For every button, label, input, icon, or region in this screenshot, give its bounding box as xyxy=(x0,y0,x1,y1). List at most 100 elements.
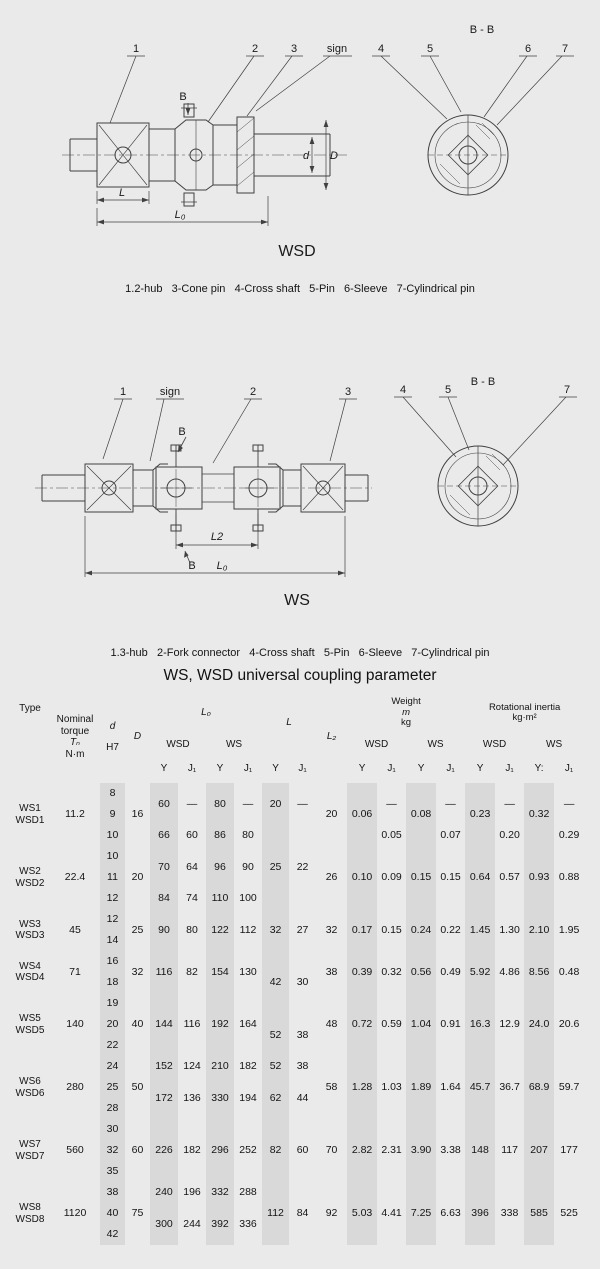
value-cell: 22.4 xyxy=(64,871,86,884)
value-cell: 8 xyxy=(100,783,125,804)
callout-3-label: 3 xyxy=(345,386,351,398)
value-cell: 525 xyxy=(560,1207,578,1220)
value-cell: 148 xyxy=(465,1119,496,1182)
value-cell: 26 xyxy=(325,871,338,884)
ws-caption: WS xyxy=(284,592,310,609)
value-cell: 154 xyxy=(206,951,234,993)
value-cell: 0.08 xyxy=(406,783,437,846)
value-cell: 0.49 xyxy=(440,965,461,978)
value-cell: 194 xyxy=(239,1091,257,1104)
value-cell: 0.72 xyxy=(347,993,378,1056)
value-cell: 1.95 xyxy=(558,923,580,936)
value-cell: 0.10 xyxy=(347,846,378,909)
header-bore-d: d H7 xyxy=(100,691,125,783)
header-j1: J₁ xyxy=(446,763,455,775)
value-cell: 74 xyxy=(186,892,198,905)
value-cell: 338 xyxy=(500,1207,519,1220)
ws-dimension-arrowheads xyxy=(85,445,345,576)
callout-5-label: 5 xyxy=(427,43,433,55)
value-cell: 144 xyxy=(150,993,178,1056)
dim-l0-label: L₀ xyxy=(175,209,186,221)
value-cell: 7.25 xyxy=(406,1182,437,1245)
value-cell: 300 xyxy=(150,1203,178,1245)
ws-section-view xyxy=(437,445,519,527)
type-cell: WS3 WSD3 xyxy=(15,918,45,942)
value-cell: 36.7 xyxy=(499,1081,520,1094)
value-cell: 112 xyxy=(262,1182,290,1245)
value-cell: 38 xyxy=(325,965,338,978)
value-cell: 60 xyxy=(131,1144,144,1157)
value-cell: 0.05 xyxy=(381,829,402,842)
value-cell: 11.2 xyxy=(65,808,85,821)
dim-big-d-label: D xyxy=(330,150,338,162)
header-j1: J₁ xyxy=(298,763,307,775)
value-cell: 70 xyxy=(325,1144,338,1157)
header-y: Y xyxy=(358,763,366,775)
value-cell: 4.86 xyxy=(499,965,520,978)
value-cell: 5.92 xyxy=(465,951,496,993)
value-cell: 80 xyxy=(206,783,234,825)
type-cell: WS5 WSD5 xyxy=(15,1013,45,1036)
ws-body xyxy=(41,444,369,532)
value-cell: 22 xyxy=(296,860,309,873)
header-y: Y xyxy=(417,763,425,775)
header-y: Y xyxy=(476,763,484,775)
value-cell: 136 xyxy=(183,1091,201,1104)
value-cell: 124 xyxy=(183,1060,201,1073)
value-cell: 207 xyxy=(524,1119,555,1182)
wsd-legend: 1.2-hub 3-Cone pin 4-Cross shaft 5-Pin 6… xyxy=(125,283,475,295)
value-cell: 0.29 xyxy=(558,829,580,842)
type-cell: WS1 WSD1 xyxy=(15,803,45,826)
value-cell: 10 xyxy=(100,825,125,846)
value-cell: 0.15 xyxy=(440,871,461,884)
value-cell: 182 xyxy=(239,1060,257,1073)
ws-callout-leaders xyxy=(102,396,577,466)
header-y-alt: Y: xyxy=(534,763,544,775)
header-l2: L₂ xyxy=(326,731,337,743)
value-cell: 585 xyxy=(524,1182,555,1245)
value-cell: 112 xyxy=(239,923,257,936)
value-cell: 38 xyxy=(100,1182,125,1203)
value-cell: 226 xyxy=(150,1119,178,1182)
value-cell: 3.90 xyxy=(406,1119,437,1182)
value-cell: 20 xyxy=(131,871,144,884)
wsd-labels: B - B 1 2 3 sign 4 5 6 7 B L L₀ d D WSD xyxy=(119,24,568,260)
value-cell: 52 xyxy=(262,1014,290,1056)
value-cell: 25 xyxy=(131,923,144,936)
value-cell: 40 xyxy=(131,1018,144,1031)
value-cell: 20 xyxy=(100,1014,125,1035)
value-cell: 96 xyxy=(206,846,234,888)
header-type: Type xyxy=(19,703,41,714)
value-cell: 130 xyxy=(239,965,257,978)
ws-legend: 1.3-hub 2-Fork connector 4-Cross shaft 5… xyxy=(110,647,490,659)
value-cell: 117 xyxy=(501,1144,518,1157)
value-cell: 22 xyxy=(100,1035,125,1056)
header-j1: J₁ xyxy=(387,763,396,775)
header-l-group: L xyxy=(286,717,292,729)
header-weight-group: Weight m kg xyxy=(347,691,465,735)
value-cell: 68.9 xyxy=(524,1056,555,1119)
value-cell: 38 xyxy=(296,1060,309,1073)
value-cell: 3.38 xyxy=(440,1144,461,1157)
value-cell: 5.03 xyxy=(347,1182,378,1245)
header-y: Y xyxy=(216,763,224,775)
wsd-dimension-lines xyxy=(96,103,327,226)
dim-l0-label: L₀ xyxy=(217,560,228,572)
value-cell: — xyxy=(186,797,198,810)
value-cell: 8.56 xyxy=(524,951,555,993)
callout-7-label: 7 xyxy=(562,43,568,55)
value-cell: 18 xyxy=(100,972,125,993)
value-cell: 12 xyxy=(100,888,125,909)
callout-1-label: 1 xyxy=(120,386,126,398)
value-cell: 84 xyxy=(150,888,178,909)
wsd-body xyxy=(69,103,331,207)
value-cell: 62 xyxy=(262,1077,290,1119)
value-cell: 252 xyxy=(239,1144,257,1157)
value-cell: 210 xyxy=(206,1056,234,1077)
value-cell: 172 xyxy=(150,1077,178,1119)
